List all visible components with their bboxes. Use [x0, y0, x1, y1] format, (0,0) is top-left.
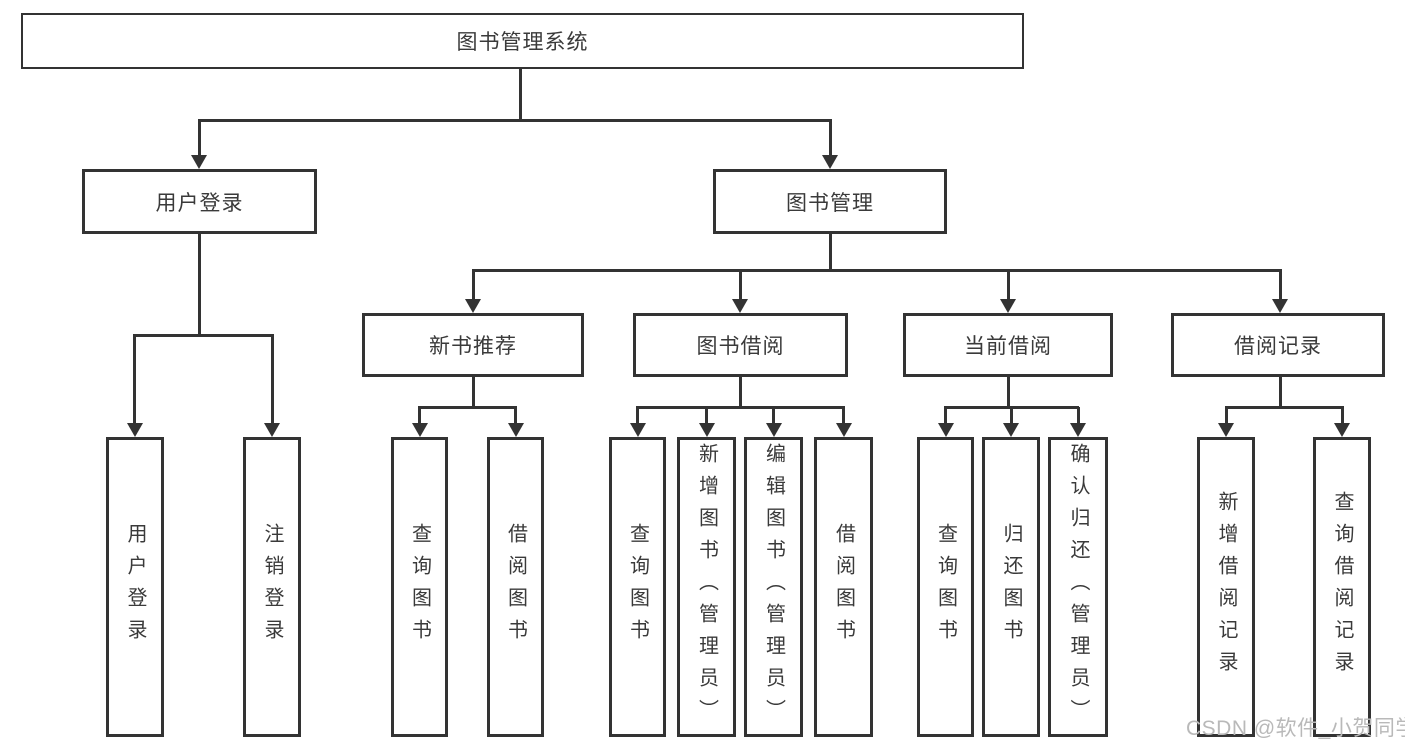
arrowhead-leaf	[126, 423, 143, 437]
leaf-return-book: 归还图书	[982, 437, 1040, 737]
leaf-confirm-return-admin: 确认归还（管理员）	[1048, 437, 1108, 737]
connector-stem-current-borrow	[1006, 270, 1010, 300]
connector-login-rail	[133, 333, 274, 337]
connector-stem-book-mgmt	[828, 120, 832, 156]
node-root-label: 图书管理系统	[456, 31, 589, 54]
node-current-borrow-label: 当前借阅	[964, 335, 1052, 358]
leaf-label: 查询图书	[408, 523, 431, 651]
connector-stem-book-borrow	[738, 270, 742, 300]
connector-stem-leaf	[270, 335, 274, 424]
arrowhead-current-borrow	[1000, 299, 1016, 313]
connector-borrow-rail	[636, 405, 845, 409]
leaf-query-book-current: 查询图书	[917, 437, 974, 737]
leaf-label: 查询图书	[626, 523, 649, 651]
connector-stem-leaf	[133, 335, 136, 424]
leaf-label: 查询图书	[934, 523, 957, 651]
connector-records-drop	[1278, 377, 1282, 407]
connector-stem-leaf	[842, 407, 845, 424]
connector-stem-leaf	[1340, 407, 1344, 424]
node-borrow-records: 借阅记录	[1171, 313, 1385, 377]
leaf-label: 归还图书	[1000, 523, 1022, 651]
connector-stem-leaf	[705, 407, 708, 424]
arrowhead-user-login	[191, 155, 207, 169]
node-new-book-recommend: 新书推荐	[362, 313, 584, 377]
connector-stem-new-book	[471, 270, 475, 300]
leaf-borrow-book: 借阅图书	[814, 437, 873, 737]
node-book-management-label: 图书管理	[786, 191, 874, 215]
leaf-label: 借阅图书	[832, 523, 855, 651]
arrowhead-borrow-records	[1272, 299, 1288, 313]
connector-stem-leaf	[636, 407, 639, 424]
arrowhead-leaf	[937, 423, 954, 437]
leaf-borrow-book-recommend: 借阅图书	[487, 437, 544, 737]
arrowhead-leaf	[629, 423, 646, 437]
leaf-query-book-recommend: 查询图书	[391, 437, 448, 737]
connector-stem-borrow-records	[1278, 270, 1282, 300]
leaf-label: 新增图书（管理员）	[695, 443, 718, 731]
leaf-edit-book-admin: 编辑图书（管理员）	[744, 437, 803, 737]
connector-records-rail	[1224, 405, 1344, 409]
connector-stem-leaf	[1224, 407, 1228, 424]
arrowhead-leaf	[264, 423, 280, 437]
arrowhead-leaf	[835, 423, 852, 437]
leaf-label: 用户登录	[124, 523, 146, 651]
connector-newbook-rail	[418, 405, 517, 409]
arrowhead-leaf	[1218, 423, 1234, 437]
node-root-system: 图书管理系统	[21, 13, 1024, 69]
node-user-login: 用户登录	[82, 169, 317, 234]
node-borrow-records-label: 借阅记录	[1234, 335, 1322, 358]
leaf-label: 确认归还（管理员）	[1067, 443, 1089, 731]
connector-mgmt-drop	[828, 234, 832, 272]
arrowhead-leaf	[1003, 423, 1019, 437]
connector-newbook-drop	[471, 377, 475, 407]
arrowhead-leaf	[1070, 423, 1086, 437]
arrowhead-leaf	[765, 423, 782, 437]
connector-stem-leaf	[1076, 407, 1080, 424]
connector-level3-rail	[471, 268, 1282, 272]
connector-login-drop	[197, 234, 201, 337]
connector-borrow-drop	[738, 377, 742, 407]
leaf-query-book-borrow: 查询图书	[609, 437, 666, 737]
leaf-logout: 注销登录	[243, 437, 301, 737]
node-current-borrow: 当前借阅	[903, 313, 1113, 377]
connector-level2-rail	[197, 118, 832, 122]
connector-current-drop	[1006, 377, 1010, 407]
arrowhead-book-borrow	[732, 299, 748, 313]
leaf-user-login: 用户登录	[106, 437, 164, 737]
leaf-query-borrow-record: 查询借阅记录	[1313, 437, 1371, 737]
connector-stem-user-login	[197, 120, 201, 156]
connector-stem-leaf	[1009, 407, 1013, 424]
node-book-borrow-label: 图书借阅	[696, 335, 785, 358]
node-book-borrow: 图书借阅	[633, 313, 848, 377]
leaf-label: 新增借阅记录	[1215, 491, 1237, 683]
connector-stem-leaf	[418, 407, 421, 424]
connector-stem-leaf	[514, 407, 517, 424]
connector-stem-leaf	[772, 407, 775, 424]
leaf-add-borrow-record: 新增借阅记录	[1197, 437, 1255, 737]
arrowhead-leaf	[1334, 423, 1350, 437]
leaf-label: 编辑图书（管理员）	[762, 443, 785, 731]
arrowhead-leaf	[507, 423, 524, 437]
node-book-management: 图书管理	[713, 169, 947, 234]
arrowhead-leaf	[411, 423, 428, 437]
arrowhead-leaf	[698, 423, 715, 437]
connector-root-drop	[518, 69, 522, 122]
node-user-login-label: 用户登录	[155, 191, 244, 215]
leaf-add-book-admin: 新增图书（管理员）	[677, 437, 736, 737]
arrowhead-book-mgmt	[822, 155, 838, 169]
csdn-watermark: CSDN @软件_小贺同学	[1186, 717, 1405, 740]
leaf-label: 注销登录	[261, 523, 283, 651]
node-new-book-recommend-label: 新书推荐	[429, 335, 517, 358]
connector-stem-leaf	[944, 407, 947, 424]
leaf-label: 借阅图书	[504, 523, 527, 651]
leaf-label: 查询借阅记录	[1331, 491, 1353, 683]
arrowhead-new-book	[465, 299, 481, 313]
